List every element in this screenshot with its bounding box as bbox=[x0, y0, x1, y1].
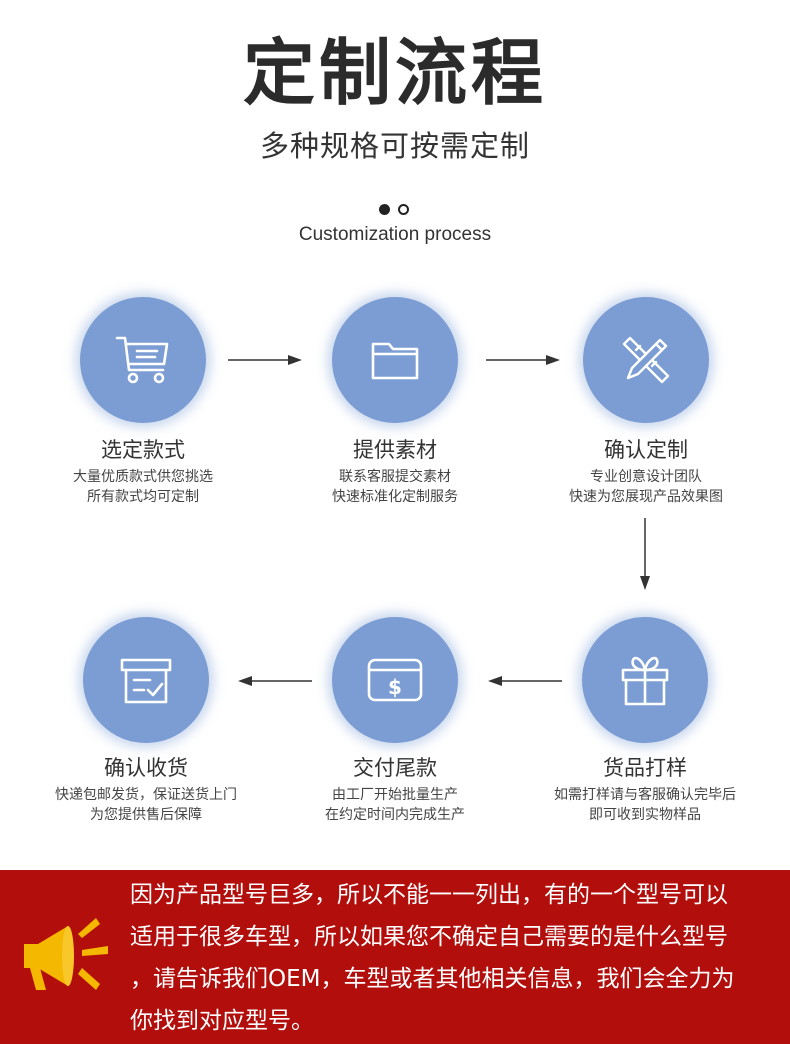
step-6-circle bbox=[582, 617, 708, 743]
notice-line-2: 适用于很多车型，所以如果您不确定自己需要的是什么型号 bbox=[130, 924, 728, 950]
megaphone-icon bbox=[24, 918, 108, 990]
page-title: 定制流程 bbox=[242, 31, 547, 115]
step-3-circle bbox=[583, 297, 709, 423]
step-5-circle: $ bbox=[332, 617, 458, 743]
step-2-circle bbox=[332, 297, 458, 423]
arrow-left-2 bbox=[238, 676, 312, 686]
step-5-desc-1: 由工厂开始批量生产 bbox=[332, 787, 458, 803]
arrow-right-1 bbox=[228, 355, 302, 365]
step-2-desc-2: 快速标准化定制服务 bbox=[332, 489, 458, 505]
page-subtitle: 多种规格可按需定制 bbox=[259, 129, 530, 163]
dot-inactive bbox=[398, 204, 409, 215]
step-6-title: 货品打样 bbox=[603, 756, 687, 780]
arrow-down bbox=[640, 518, 650, 590]
notice-banner: 因为产品型号巨多，所以不能一一列出，有的一个型号可以 适用于很多车型，所以如果您… bbox=[0, 870, 790, 1044]
step-5-desc-2: 在约定时间内完成生产 bbox=[325, 807, 465, 823]
dot-active bbox=[379, 204, 390, 215]
notice-line-1: 因为产品型号巨多，所以不能一一列出，有的一个型号可以 bbox=[130, 882, 728, 908]
folder-icon bbox=[371, 342, 419, 380]
step-4-title: 确认收货 bbox=[104, 756, 188, 780]
notice-line-3: ，请告诉我们OEM，车型或者其他相关信息，我们会全力为 bbox=[130, 966, 735, 992]
notice-text: 因为产品型号巨多，所以不能一一列出，有的一个型号可以 适用于很多车型，所以如果您… bbox=[130, 874, 780, 1042]
notice-line-4: 你找到对应型号。 bbox=[130, 1008, 314, 1034]
step-3-desc-2: 快速为您展现产品效果图 bbox=[569, 489, 723, 505]
step-2-title: 提供素材 bbox=[353, 438, 437, 462]
step-4-desc-2: 为您提供售后保障 bbox=[90, 807, 202, 823]
step-2-desc-1: 联系客服提交素材 bbox=[339, 469, 451, 485]
gift-icon bbox=[621, 656, 669, 706]
step-5-title: 交付尾款 bbox=[353, 756, 437, 780]
svg-text:$: $ bbox=[388, 675, 402, 699]
box-check-icon bbox=[120, 658, 172, 704]
step-4-circle bbox=[83, 617, 209, 743]
payment-icon: $ bbox=[367, 658, 423, 702]
cart-icon bbox=[115, 336, 169, 384]
step-6-desc-2: 即可收到实物样品 bbox=[589, 807, 701, 823]
arrow-right-2 bbox=[486, 355, 560, 365]
pencil-ruler-icon bbox=[622, 336, 670, 384]
step-3-title: 确认定制 bbox=[604, 438, 688, 462]
step-1-desc-2: 所有款式均可定制 bbox=[87, 489, 199, 505]
step-3-desc-1: 专业创意设计团队 bbox=[590, 469, 702, 485]
step-4-desc-1: 快递包邮发货，保证送货上门 bbox=[55, 787, 237, 803]
arrow-left-1 bbox=[488, 676, 562, 686]
english-subtitle: Customization process bbox=[298, 224, 492, 245]
step-6-desc-1: 如需打样请与客服确认完毕后 bbox=[554, 787, 736, 803]
step-1-desc-1: 大量优质款式供您挑选 bbox=[73, 469, 213, 485]
step-1-circle bbox=[80, 297, 206, 423]
step-1-title: 选定款式 bbox=[101, 438, 185, 462]
pagination-dots bbox=[379, 203, 413, 217]
